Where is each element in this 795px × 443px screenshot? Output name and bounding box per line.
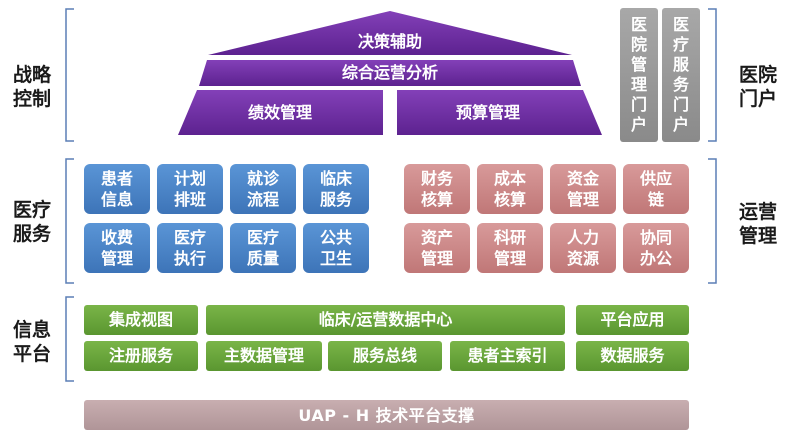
pyramid-top-shape bbox=[208, 11, 572, 55]
tile-medical-quality[interactable]: 医疗 质量 bbox=[230, 223, 296, 273]
tile-billing[interactable]: 收费 管理 bbox=[84, 223, 150, 273]
tile-collaborative-office[interactable]: 协同 办公 bbox=[623, 223, 689, 273]
label-operations-management: 运营 管理 bbox=[738, 201, 777, 247]
tile-registration-service[interactable]: 注册服务 bbox=[84, 341, 198, 371]
tile-service-bus[interactable]: 服务总线 bbox=[328, 341, 442, 371]
tile-fund-management[interactable]: 资金 管理 bbox=[550, 164, 616, 214]
tile-patient-master-index[interactable]: 患者主索引 bbox=[450, 341, 565, 371]
tile-data-services[interactable]: 数据服务 bbox=[576, 341, 689, 371]
left-bracket-medical bbox=[65, 158, 74, 284]
tile-uap-foundation[interactable]: UAP - H 技术平台支撑 bbox=[84, 400, 689, 430]
medical-service-portal[interactable]: 医疗服务门户 bbox=[662, 8, 700, 142]
pyramid-left-label: 绩效管理 bbox=[247, 103, 312, 122]
pyramid-right-shape bbox=[397, 90, 602, 135]
tile-public-health[interactable]: 公共 卫生 bbox=[303, 223, 369, 273]
tile-master-data[interactable]: 主数据管理 bbox=[206, 341, 322, 371]
tile-research-management[interactable]: 科研 管理 bbox=[477, 223, 543, 273]
tile-integrated-view[interactable]: 集成视图 bbox=[84, 305, 198, 335]
label-medical-services: 医疗 服务 bbox=[12, 199, 51, 245]
hospital-management-portal[interactable]: 医院管理门户 bbox=[620, 8, 658, 142]
strategy-pyramid bbox=[178, 11, 602, 135]
right-bracket-ops bbox=[708, 158, 717, 284]
label-info-platform: 信息 平台 bbox=[12, 319, 51, 365]
tile-platform-apps[interactable]: 平台应用 bbox=[576, 305, 689, 335]
label-strategy-control: 战略 控制 bbox=[12, 64, 51, 110]
tile-cost-accounting[interactable]: 成本 核算 bbox=[477, 164, 543, 214]
pyramid-left-shape bbox=[178, 90, 383, 135]
pyramid-middle-shape bbox=[199, 60, 581, 86]
tile-scheduling[interactable]: 计划 排班 bbox=[157, 164, 223, 214]
pyramid-top-label: 决策辅助 bbox=[357, 32, 422, 51]
tile-medical-execution[interactable]: 医疗 执行 bbox=[157, 223, 223, 273]
tile-financial-accounting[interactable]: 财务 核算 bbox=[404, 164, 470, 214]
left-bracket-info bbox=[65, 296, 74, 382]
tile-visit-process[interactable]: 就诊 流程 bbox=[230, 164, 296, 214]
tile-human-resources[interactable]: 人力 资源 bbox=[550, 223, 616, 273]
right-bracket-portal bbox=[708, 8, 717, 142]
tile-asset-management[interactable]: 资产 管理 bbox=[404, 223, 470, 273]
tile-supply-chain[interactable]: 供应 链 bbox=[623, 164, 689, 214]
pyramid-right-label: 预算管理 bbox=[455, 103, 520, 122]
tile-clinical-service[interactable]: 临床 服务 bbox=[303, 164, 369, 214]
tile-patient-info[interactable]: 患者 信息 bbox=[84, 164, 150, 214]
label-hospital-portal: 医院 门户 bbox=[738, 64, 777, 110]
tile-data-center[interactable]: 临床/运营数据中心 bbox=[206, 305, 565, 335]
left-bracket-strategy bbox=[65, 8, 74, 142]
pyramid-middle-label: 综合运营分析 bbox=[341, 63, 438, 82]
